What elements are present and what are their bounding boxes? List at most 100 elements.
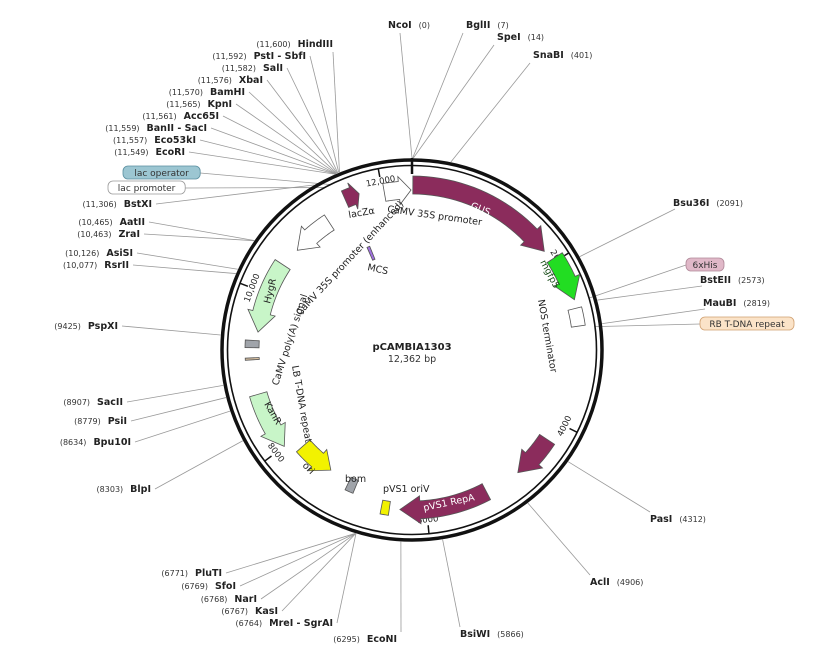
site-position-nari: (6768) <box>201 595 228 604</box>
tick-label: 4000 <box>556 414 575 438</box>
site-leader-lines <box>121 32 706 633</box>
feature-hygr <box>247 259 291 333</box>
site-position-asisi: (10,126) <box>65 249 99 258</box>
feature-label-mcs: MCS <box>366 262 389 277</box>
tick-mark <box>377 168 381 178</box>
site-name-banii-saci: BanII - SacI <box>147 123 207 134</box>
site-name-sali: SalI <box>263 63 283 74</box>
site-name-kpni: KpnI <box>208 99 232 110</box>
site-name-maubi: MauBI <box>703 298 736 309</box>
site-name-psti-sbfi: PstI - SbfI <box>254 51 306 62</box>
site-name-aatii: AatII <box>120 217 145 228</box>
site-position-bpu10i: (8634) <box>60 438 87 447</box>
leader-line-pluti <box>225 533 356 574</box>
feature-camv-poly-a-signal <box>244 339 260 349</box>
feature-label-pvs1-oriv: pVS1 oriV <box>383 484 430 495</box>
site-position-bsteii: (2573) <box>738 276 765 285</box>
site-name-psii: PsiI <box>108 416 127 427</box>
leader-line-eco53ki <box>199 139 336 175</box>
leader-line-pspxi <box>121 325 221 336</box>
leader-line-sfoi <box>239 533 356 587</box>
site-position-banii-saci: (11,559) <box>105 124 139 133</box>
site-name-snabi: SnaBI <box>533 50 564 61</box>
site-name-econi: EcoNI <box>367 634 397 645</box>
site-position-bamhi: (11,570) <box>169 88 203 97</box>
site-position-bstxi: (11,306) <box>82 200 116 209</box>
site-name-bamhi: BamHI <box>210 87 245 98</box>
site-position-snabi: (401) <box>571 51 593 60</box>
plasmid-name: pCAMBIA1303 <box>372 342 451 353</box>
site-position-bsu36i: (2091) <box>716 199 743 208</box>
site-position-bsiwi: (5866) <box>497 630 524 639</box>
site-position-maubi: (2819) <box>743 299 770 308</box>
leader-line-xbai <box>266 79 338 174</box>
site-position-acc65i: (11,561) <box>142 112 176 121</box>
site-name-acc65i: Acc65I <box>184 111 219 122</box>
site-position-acli: (4906) <box>617 578 644 587</box>
feature-pvs1-repa <box>399 483 492 525</box>
leader-line-acli <box>527 502 591 576</box>
feature-lacz- <box>340 182 360 210</box>
leader-line-bamhi <box>248 91 338 174</box>
site-position-econi: (6295) <box>333 635 360 644</box>
plasmid-size: 12,362 bp <box>388 354 436 365</box>
feature-bom <box>344 476 359 494</box>
site-name-xbai: XbaI <box>239 75 263 86</box>
site-name-sacii: SacII <box>97 397 123 408</box>
leader-line-kasi <box>281 533 356 612</box>
site-labels: HindIII(11,600)PstI - SbfI(11,592)SalI(1… <box>54 20 795 645</box>
leader-line-snabi <box>450 62 531 163</box>
site-name-zrai: ZraI <box>118 229 140 240</box>
leader-line-sali <box>286 67 339 174</box>
feature-label-camv-35s: CaMV 35S promoter <box>387 204 483 228</box>
leader-line-bglii <box>412 32 464 159</box>
site-position-sacii: (8907) <box>63 398 90 407</box>
site-name-pasi: PasI <box>650 514 672 525</box>
leader-line-kpni <box>235 103 337 174</box>
callout-label-rb-t-dna-repeat: RB T-DNA repeat <box>709 320 785 330</box>
feature-ori <box>295 439 332 472</box>
feature-camv-35s-promoter-enhanced- <box>296 214 335 251</box>
leader-line-hindiii <box>332 51 340 173</box>
site-name-pluti: PluTI <box>195 568 222 579</box>
feature-pvs1-oriv <box>379 499 391 516</box>
leader-line-rb-t-dna-repeat <box>594 323 701 328</box>
site-position-pspxi: (9425) <box>54 322 81 331</box>
leader-line-rsrii <box>132 264 236 274</box>
leader-line-acc65i <box>222 115 337 175</box>
site-position-xbai: (11,576) <box>198 76 232 85</box>
callout-box-6xhis <box>685 257 725 272</box>
site-name-mrei-sgrai: MreI - SgrAI <box>269 618 333 629</box>
feature-nos-terminator <box>567 306 586 328</box>
site-name-bsteii: BstEII <box>700 275 731 286</box>
callout-box-lac-promoter <box>107 180 186 195</box>
site-position-psii: (8779) <box>74 417 101 426</box>
leader-line-bstxi <box>155 184 314 205</box>
leader-line-asisi <box>136 252 238 270</box>
callout-box-lac-operator <box>122 165 201 180</box>
feature-camv-35s-promoter <box>382 175 412 206</box>
leader-line-maubi <box>602 308 706 324</box>
site-position-kasi: (6767) <box>221 607 248 616</box>
site-name-ncoi: NcoI <box>388 20 412 31</box>
leader-line-ecori <box>188 151 335 175</box>
leader-line-nari <box>260 533 356 600</box>
site-position-spei: (14) <box>528 33 544 42</box>
site-name-ecori: EcoRI <box>156 147 186 158</box>
site-name-blpi: BlpI <box>130 484 151 495</box>
site-position-sali: (11,582) <box>222 64 256 73</box>
leader-line-bsu36i <box>579 208 676 257</box>
tick-label: 6000 <box>416 514 438 526</box>
feature-pvs1-staa <box>517 433 556 474</box>
site-position-ncoi: (0) <box>419 21 430 30</box>
leader-line-lac-operator <box>200 172 332 185</box>
site-name-pspxi: PspXI <box>88 321 118 332</box>
site-position-blpi: (8303) <box>97 485 124 494</box>
site-position-psti-sbfi: (11,592) <box>212 52 246 61</box>
site-position-eco53ki: (11,557) <box>113 136 147 145</box>
feature-label-lb-tdna: LB T-DNA repeat <box>289 365 313 444</box>
feature-mgfp5 <box>546 252 581 301</box>
site-name-spei: SpeI <box>497 32 521 43</box>
feature-kanr <box>249 391 286 447</box>
